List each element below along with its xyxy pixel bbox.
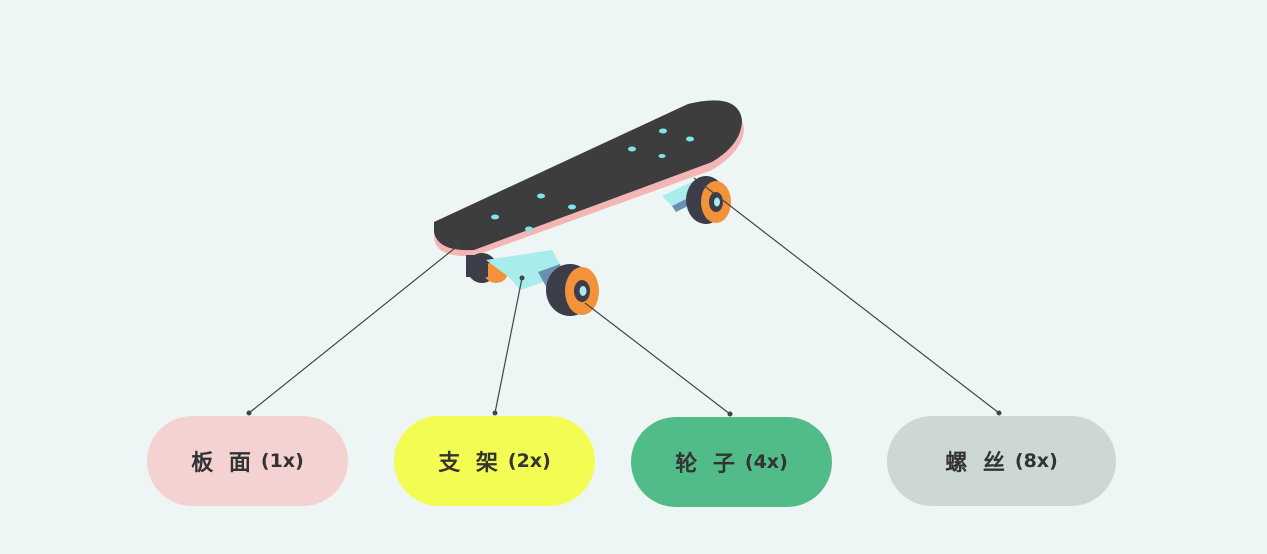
wheel-label: 轮 子 (4x): [631, 417, 832, 507]
wheel-label-name: 轮 子: [675, 452, 739, 477]
screw-label-count: (8x): [1014, 450, 1058, 472]
deck-label-name: 板 面: [191, 451, 255, 476]
truck-label: 支 架 (2x): [394, 416, 595, 506]
deck-label: 板 面 (1x): [147, 416, 348, 506]
leader-line-screw: [693, 177, 1002, 416]
truck-label-count: (2x): [507, 450, 551, 472]
deck-label-count: (1x): [260, 450, 304, 472]
front-right-wheel: [546, 264, 599, 316]
back-wheel: [686, 176, 731, 224]
screw-label: 螺 丝 (8x): [887, 416, 1116, 506]
screw-label-name: 螺 丝: [945, 451, 1009, 476]
leader-line-deck: [246, 243, 461, 416]
deck: [434, 100, 744, 257]
wheel-label-count: (4x): [744, 451, 788, 473]
leader-line-wheel: [584, 302, 733, 417]
truck-label-name: 支 架: [438, 451, 502, 476]
leader-line-truck: [492, 275, 525, 416]
